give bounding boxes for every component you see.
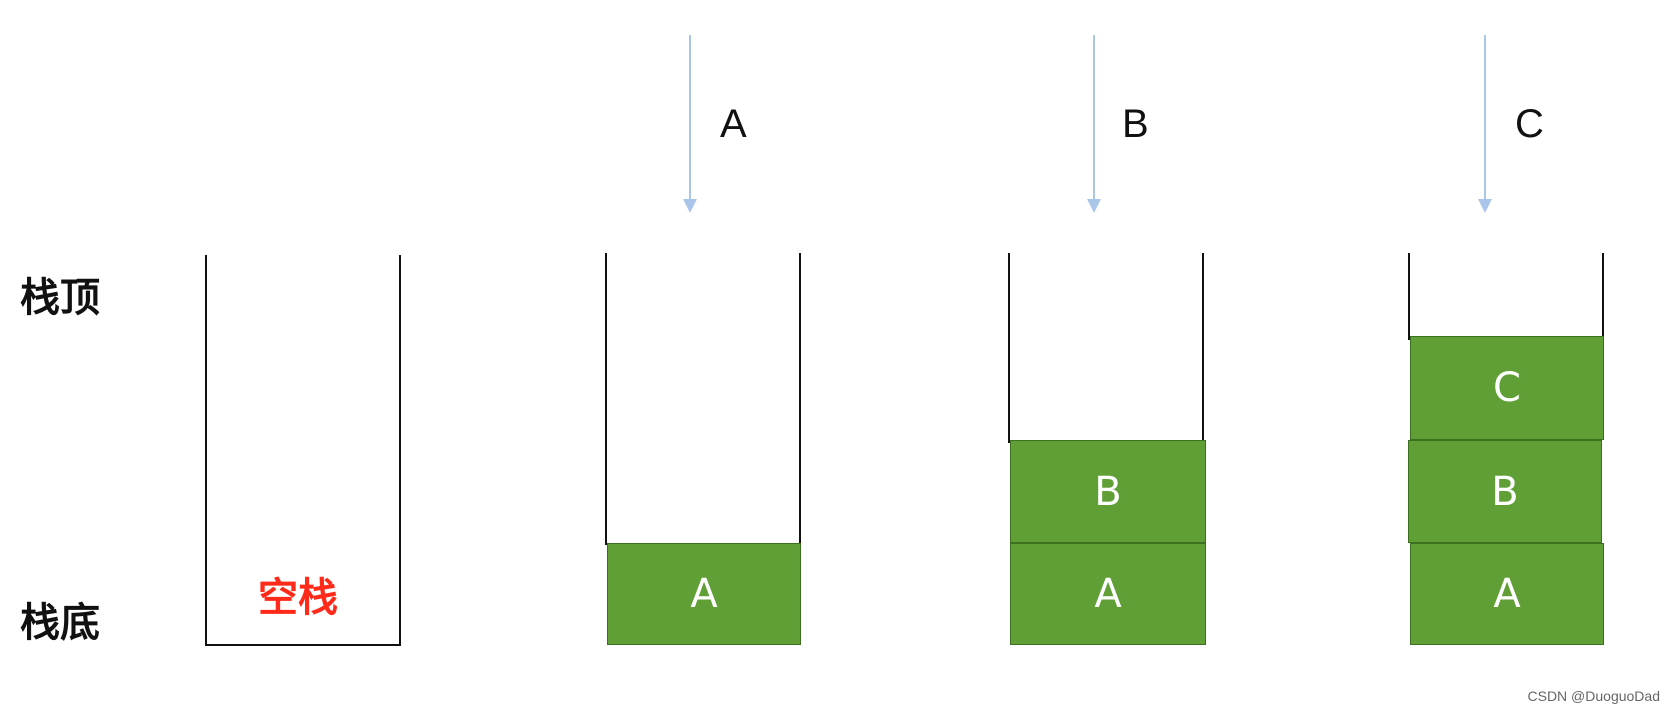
stack-container-3 bbox=[1008, 253, 1204, 443]
stack-block-a: A bbox=[1010, 543, 1206, 645]
push-label-c: C bbox=[1515, 102, 1544, 146]
push-arrow-a bbox=[683, 35, 697, 213]
stack-block-b: B bbox=[1010, 440, 1206, 543]
watermark: CSDN @DuoguoDad bbox=[1527, 688, 1661, 704]
stack-top-label: 栈顶 bbox=[20, 275, 100, 321]
push-arrow-c bbox=[1478, 35, 1492, 213]
push-arrow-b bbox=[1087, 35, 1101, 213]
push-label-a: A bbox=[720, 102, 747, 146]
stack-container-4 bbox=[1408, 253, 1604, 340]
empty-stack-label: 空栈 bbox=[258, 575, 338, 621]
stack-block-a: A bbox=[1410, 543, 1604, 645]
stack-block-c: C bbox=[1410, 336, 1604, 440]
stack-block-b: B bbox=[1408, 440, 1602, 543]
stack-block-a: A bbox=[607, 543, 801, 645]
stack-bottom-label: 栈底 bbox=[20, 600, 100, 646]
stack-container-2 bbox=[605, 253, 801, 545]
push-label-b: B bbox=[1122, 102, 1149, 146]
empty-stack-container bbox=[205, 255, 401, 646]
